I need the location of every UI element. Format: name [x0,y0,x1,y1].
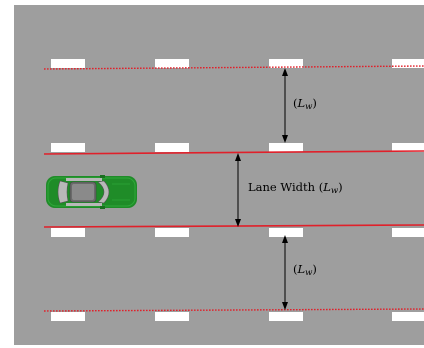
dash-row4-3 [269,312,303,321]
dash-row3-2 [155,228,189,237]
dash-row2-4 [392,143,424,152]
dash-row4-4 [392,312,424,321]
dash-row3-1 [51,228,85,237]
dash-row1-2 [155,59,189,68]
dash-row1-1 [51,59,85,68]
dash-row2-3 [269,143,303,152]
car-top-view-icon [46,175,137,209]
lower-width-label: (Lw) [293,262,317,278]
lane-markings [51,59,424,321]
upper-dotted-boundary [43,65,424,70]
dash-row3-3 [269,228,303,237]
dash-row4-2 [155,312,189,321]
dash-row2-2 [155,143,189,152]
lane-width-label: Lane Width (Lw) [248,180,343,196]
lower-dotted-boundary [43,308,424,312]
road-surface [14,5,424,345]
lane-boundary-top [43,150,424,155]
dash-row1-3 [269,59,303,68]
lane-boundary-bottom [43,224,424,228]
dash-row4-1 [51,312,85,321]
dash-row1-4 [392,59,424,68]
upper-width-label: (Lw) [293,96,317,112]
dash-row2-1 [51,143,85,152]
dash-row3-4 [392,228,424,237]
